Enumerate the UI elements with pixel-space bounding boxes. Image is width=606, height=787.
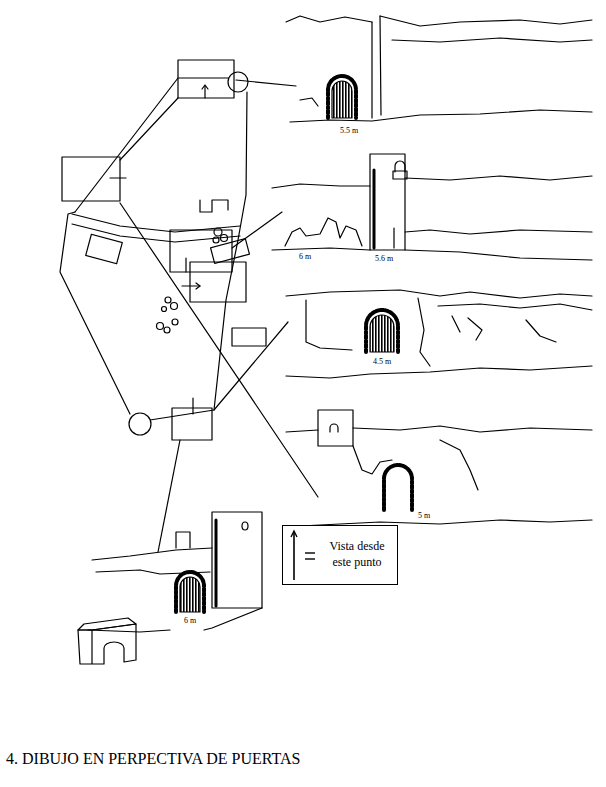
drawing-stroke (86, 234, 123, 264)
drawing-stroke (236, 80, 296, 86)
drawing-stroke (170, 230, 232, 272)
drawing-stroke (286, 426, 592, 432)
legend-text: Vista desde este punto (321, 539, 393, 570)
drawing-stroke (330, 424, 338, 432)
drawing-stroke (172, 319, 178, 325)
drawing-stroke (405, 176, 592, 180)
drawing-stroke (190, 262, 246, 302)
drawing-stroke (178, 60, 234, 98)
drawing-stroke (221, 235, 228, 242)
drawing-stroke (196, 283, 200, 289)
legend-sample (283, 526, 319, 586)
drawing-stroke (157, 323, 164, 330)
drawing-stroke (213, 237, 219, 243)
dimension-label: 6 m (298, 253, 312, 262)
drawing-stroke (120, 203, 318, 497)
drawing-stroke (286, 16, 372, 22)
drawing-stroke (526, 320, 556, 342)
drawing-stroke (176, 572, 204, 612)
legend-box: Vista desde este punto (282, 525, 398, 585)
drawing-stroke (370, 154, 405, 250)
drawing-stroke (395, 161, 405, 172)
drawing-stroke (78, 624, 136, 664)
drawing-stroke (62, 157, 120, 201)
drawing-stroke (242, 522, 248, 530)
drawing-stroke (392, 38, 592, 42)
drawing-stroke (370, 315, 394, 352)
drawing-stroke (212, 512, 262, 608)
dimension-label: 5.5 m (339, 127, 359, 136)
drawing-stroke (214, 322, 288, 410)
drawing-stroke (328, 76, 356, 118)
drawing-stroke (60, 212, 130, 414)
drawing-stroke (215, 520, 218, 606)
drawing-stroke (380, 16, 592, 26)
door-view-2 (272, 154, 592, 260)
drawing-stroke (162, 307, 167, 312)
drawing-stroke (204, 86, 205, 98)
drawing-stroke (272, 184, 370, 188)
dimension-label: 5.6 m (374, 255, 394, 264)
drawing-stroke (373, 170, 376, 248)
door-view-1 (286, 16, 592, 122)
drawing-stroke (405, 230, 592, 234)
drawing-stroke (300, 98, 318, 106)
drawing-stroke (306, 300, 352, 350)
drawing-stroke (120, 98, 178, 160)
figure-caption: 4. DIBUJO EN PERPECTIVA DE PUERTAS (6, 750, 300, 768)
drawing-stroke (202, 85, 208, 89)
drawing-stroke (285, 218, 362, 246)
drawing-stroke (176, 532, 190, 548)
view-arrow (293, 532, 295, 580)
dimension-label: 4.5 m (372, 358, 392, 367)
drawing-stroke (318, 410, 353, 446)
door-view-4 (286, 410, 592, 526)
drawing-stroke (182, 285, 200, 286)
drawing-stroke (393, 228, 394, 248)
fortress-plan (60, 60, 318, 552)
view-arrow-head (291, 531, 297, 537)
drawing-stroke (165, 297, 171, 303)
drawing-stroke (110, 177, 126, 178)
drawing-stroke (286, 366, 592, 378)
equals-mark (305, 558, 315, 559)
drawing-stroke (129, 413, 151, 435)
drawing-stroke (214, 228, 222, 236)
drawing-stroke (172, 408, 212, 440)
door-view-5 (78, 512, 262, 664)
drawing-stroke (384, 465, 412, 510)
drawing-stroke (185, 258, 186, 272)
drawing-stroke (158, 440, 180, 552)
drawing-stroke (272, 248, 592, 260)
drawing-stroke (452, 316, 482, 340)
drawing-stroke (92, 548, 212, 560)
drawing-stroke (232, 328, 266, 346)
drawing-stroke (164, 327, 170, 333)
drawing-stroke (192, 398, 193, 414)
drawing-stroke (72, 224, 240, 242)
drawing-stroke (366, 310, 398, 352)
drawing-stroke (171, 303, 178, 310)
drawing-stroke (440, 440, 478, 490)
equals-mark (305, 552, 315, 553)
dimension-label: 6 m (183, 617, 197, 626)
drawing-stroke (232, 212, 282, 248)
door-view-3 (286, 290, 592, 378)
drawing-stroke (228, 72, 248, 92)
drawing-stroke (418, 298, 430, 366)
drawing-stroke (286, 290, 592, 298)
drawing-stroke (180, 577, 200, 612)
drawing-stroke (372, 16, 381, 118)
drawing-stroke (200, 200, 228, 212)
drawing-stroke (332, 81, 352, 118)
dimension-label: 5 m (417, 512, 431, 521)
drawing-stroke (438, 304, 592, 310)
drawing-stroke (211, 239, 250, 264)
